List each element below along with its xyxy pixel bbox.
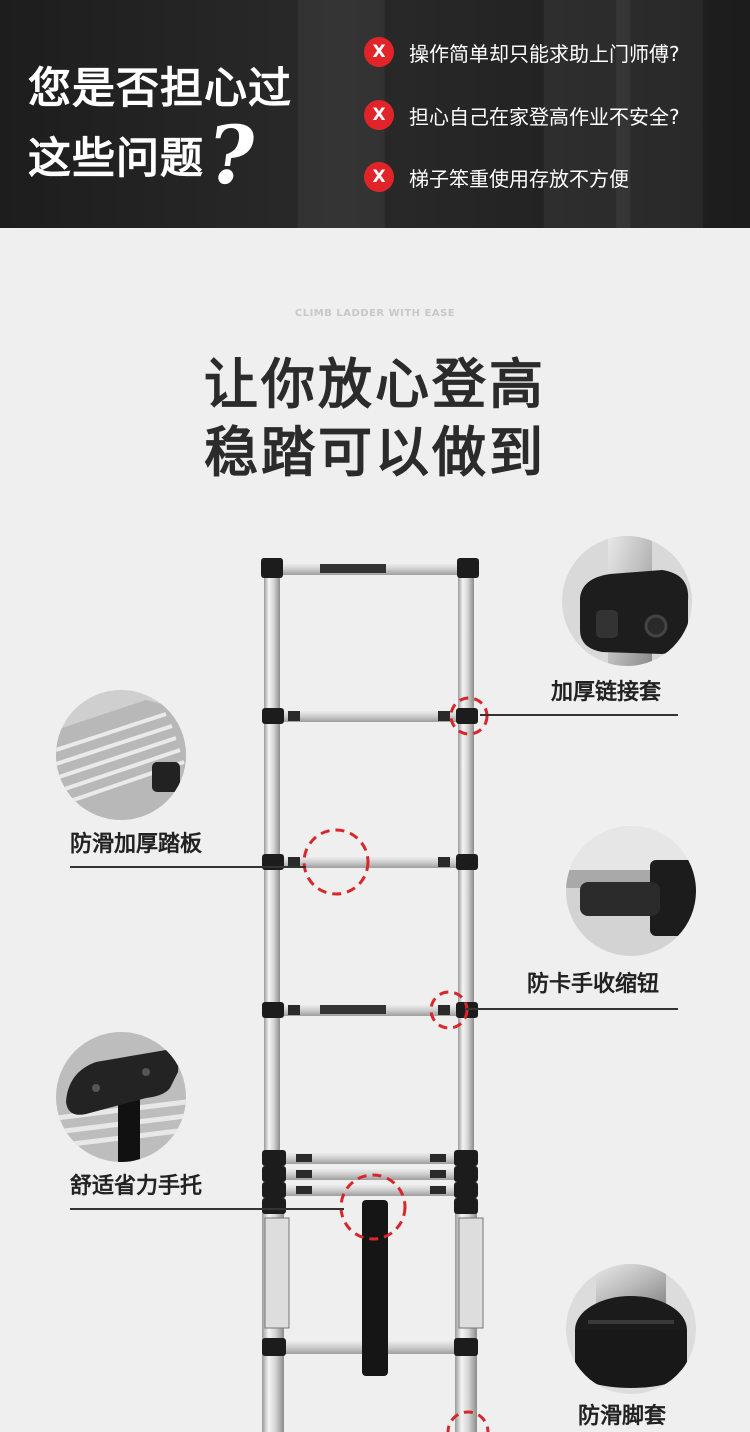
headline-line1: 让你放心登高 <box>204 353 546 416</box>
leader-line <box>70 866 306 868</box>
x-icon: X <box>364 162 394 192</box>
issue-text: 担心自己在家登高作业不安全? <box>409 104 680 129</box>
header-title-line2: 这些问题 <box>28 134 204 184</box>
header-banner: ▌▐▌▐ 您是否担心过 这些问题 ? X 操作简单却只能求助上门师傅? X 担心… <box>0 0 750 228</box>
issue-text: 梯子笨重使用存放不方便 <box>409 166 629 191</box>
leader-line <box>466 1008 678 1010</box>
issue-text: 操作简单却只能求助上门师傅? <box>409 41 680 66</box>
feature-label-foot-cover: 防滑脚套 <box>578 1404 667 1429</box>
hand-grip-thumbnail <box>56 1032 186 1162</box>
x-icon: X <box>364 37 394 67</box>
header-title-line1: 您是否担心过 <box>28 64 292 114</box>
feature-label-hand-grip: 舒适省力手托 <box>70 1174 203 1199</box>
anti-pinch-button-thumbnail <box>566 826 696 956</box>
issue-item: X 担心自己在家登高作业不安全? <box>364 99 680 131</box>
x-icon: X <box>364 100 394 130</box>
foot-cover-thumbnail <box>566 1264 696 1394</box>
feature-label-anti-pinch-button: 防卡手收缩钮 <box>527 972 660 997</box>
hinge-cover-thumbnail <box>562 536 692 666</box>
leader-line <box>70 1208 344 1210</box>
anti-slip-step-thumbnail <box>56 690 186 820</box>
headline-line2: 稳踏可以做到 <box>204 421 546 484</box>
eyebrow-text: CLIMB LADDER WITH EASE <box>294 308 456 319</box>
issue-item: X 操作简单却只能求助上门师傅? <box>364 36 680 68</box>
feature-label-hinge-cover: 加厚链接套 <box>551 680 662 705</box>
feature-label-anti-slip-step: 防滑加厚踏板 <box>70 832 203 857</box>
issue-item: X 梯子笨重使用存放不方便 <box>364 161 629 193</box>
leader-line <box>480 714 678 716</box>
